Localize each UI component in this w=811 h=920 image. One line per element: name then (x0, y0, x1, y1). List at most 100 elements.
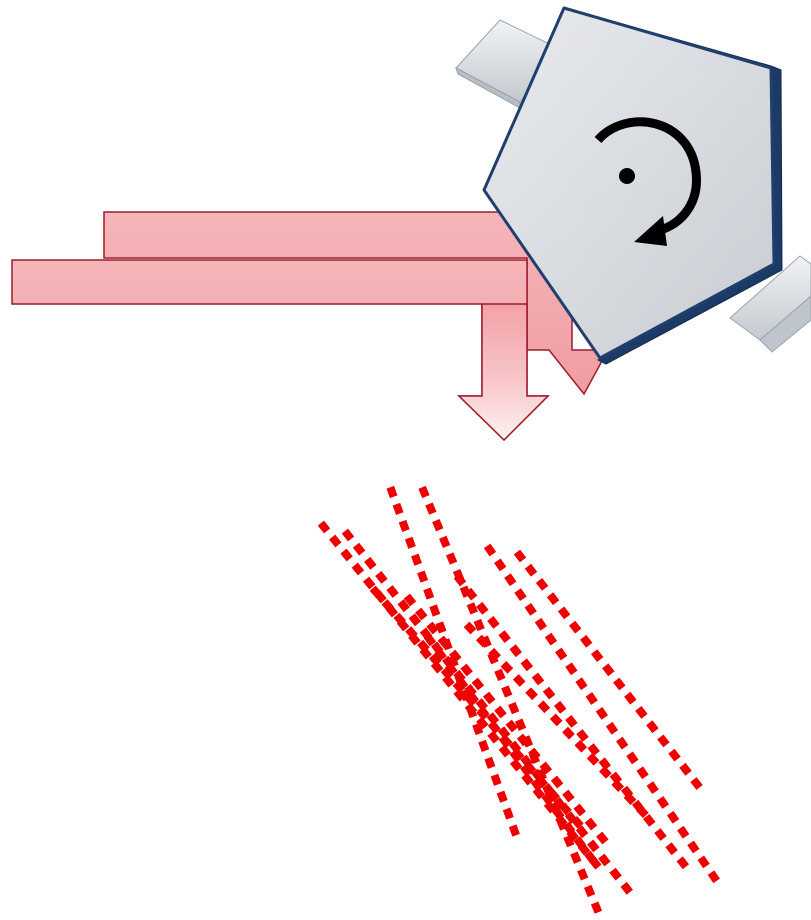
dot-mark (679, 762, 692, 776)
dot-mark (386, 585, 399, 598)
dot-mark (463, 621, 477, 635)
dot-mark (488, 647, 501, 661)
dot-mark (351, 562, 365, 576)
dot-mark (341, 528, 355, 542)
dot-mark (398, 519, 410, 532)
dot-mark (487, 615, 500, 629)
dot-mark (534, 617, 548, 631)
dot-mark (471, 677, 485, 691)
dot-mark (528, 747, 541, 761)
dot-mark (364, 556, 377, 570)
dot-mark (690, 777, 703, 790)
dot-mark (405, 626, 418, 640)
dot-mark (494, 558, 507, 572)
dot-mark (417, 570, 429, 583)
dot-mark (577, 868, 589, 881)
dot-mark (573, 803, 586, 817)
dot-mark (575, 825, 589, 839)
dot-mark (665, 842, 678, 856)
dot-mark (587, 743, 600, 757)
dot-mark (620, 881, 633, 895)
dot-mark (340, 548, 353, 562)
dot-mark (487, 730, 500, 744)
dot-mark (687, 840, 700, 854)
dot-mark (466, 691, 479, 705)
dot-mark (381, 599, 395, 612)
dot-mark (535, 775, 549, 789)
dot-mark (408, 613, 422, 627)
dot-mark (520, 658, 534, 672)
dot-mark (432, 519, 444, 532)
dot-mark (531, 672, 545, 686)
dot-mark (497, 726, 511, 740)
dot-mark (666, 810, 680, 824)
dot-mark (445, 552, 458, 565)
dot-mark (428, 653, 442, 667)
dot-mark (423, 633, 437, 647)
dot-mark (411, 553, 422, 566)
dot-mark (590, 901, 603, 914)
dot-mark (482, 691, 496, 705)
dot-mark (397, 599, 410, 613)
dot-mark (611, 779, 625, 792)
dot-mark (657, 734, 670, 748)
dot-mark (375, 570, 388, 584)
dot-mark (524, 563, 538, 577)
dot-mark (524, 603, 537, 616)
dot-mark (426, 621, 439, 635)
dot-mark (605, 721, 619, 735)
dot-mark (565, 714, 578, 728)
dot-mark (542, 686, 556, 700)
dot-mark (546, 592, 560, 606)
dot-mark (501, 685, 513, 698)
dot-mark (434, 648, 447, 661)
dot-mark (486, 712, 500, 726)
dot-mark (483, 543, 497, 557)
dot-mark (635, 705, 648, 719)
dot-mark (362, 576, 376, 590)
dot-mark (535, 577, 549, 591)
dot-mark (576, 729, 589, 742)
dot-mark (584, 817, 598, 831)
dot-mark (508, 824, 520, 837)
dot-mark (613, 677, 626, 691)
dot-mark (445, 662, 458, 676)
dot-mark (476, 716, 489, 730)
dot-mark (616, 736, 629, 750)
dot-mark (573, 836, 586, 850)
dot-mark (509, 758, 523, 772)
dot-mark (490, 773, 502, 786)
dot-mark (636, 766, 649, 780)
dot-mark (623, 792, 637, 806)
dot-mark (656, 796, 670, 809)
dot-mark (598, 757, 612, 771)
dot-mark (654, 828, 667, 841)
dot-mark (547, 788, 561, 802)
dot-mark (429, 604, 441, 617)
dot-mark (571, 816, 584, 829)
dot-mark (442, 674, 455, 688)
dot-mark (583, 884, 596, 898)
dot-mark (498, 744, 512, 758)
dot-mark (568, 620, 582, 634)
dot-mark (537, 700, 551, 714)
dot-mark (512, 674, 526, 687)
dot-mark (557, 606, 571, 620)
dot-mark (476, 601, 489, 615)
dot-mark (452, 680, 466, 694)
dot-mark (437, 635, 451, 649)
dot-mark (488, 720, 501, 734)
dot-mark (574, 739, 588, 753)
dot-mark (585, 692, 598, 705)
dot-mark (626, 751, 639, 765)
dot-mark (352, 542, 366, 556)
dot-mark (677, 825, 690, 839)
dot-mark (478, 739, 490, 752)
dot-mark (707, 870, 720, 884)
dot-mark (464, 587, 478, 601)
dot-mark (532, 786, 546, 800)
dot-mark (553, 700, 567, 714)
dot-mark (596, 831, 609, 845)
dot-mark (549, 713, 563, 727)
